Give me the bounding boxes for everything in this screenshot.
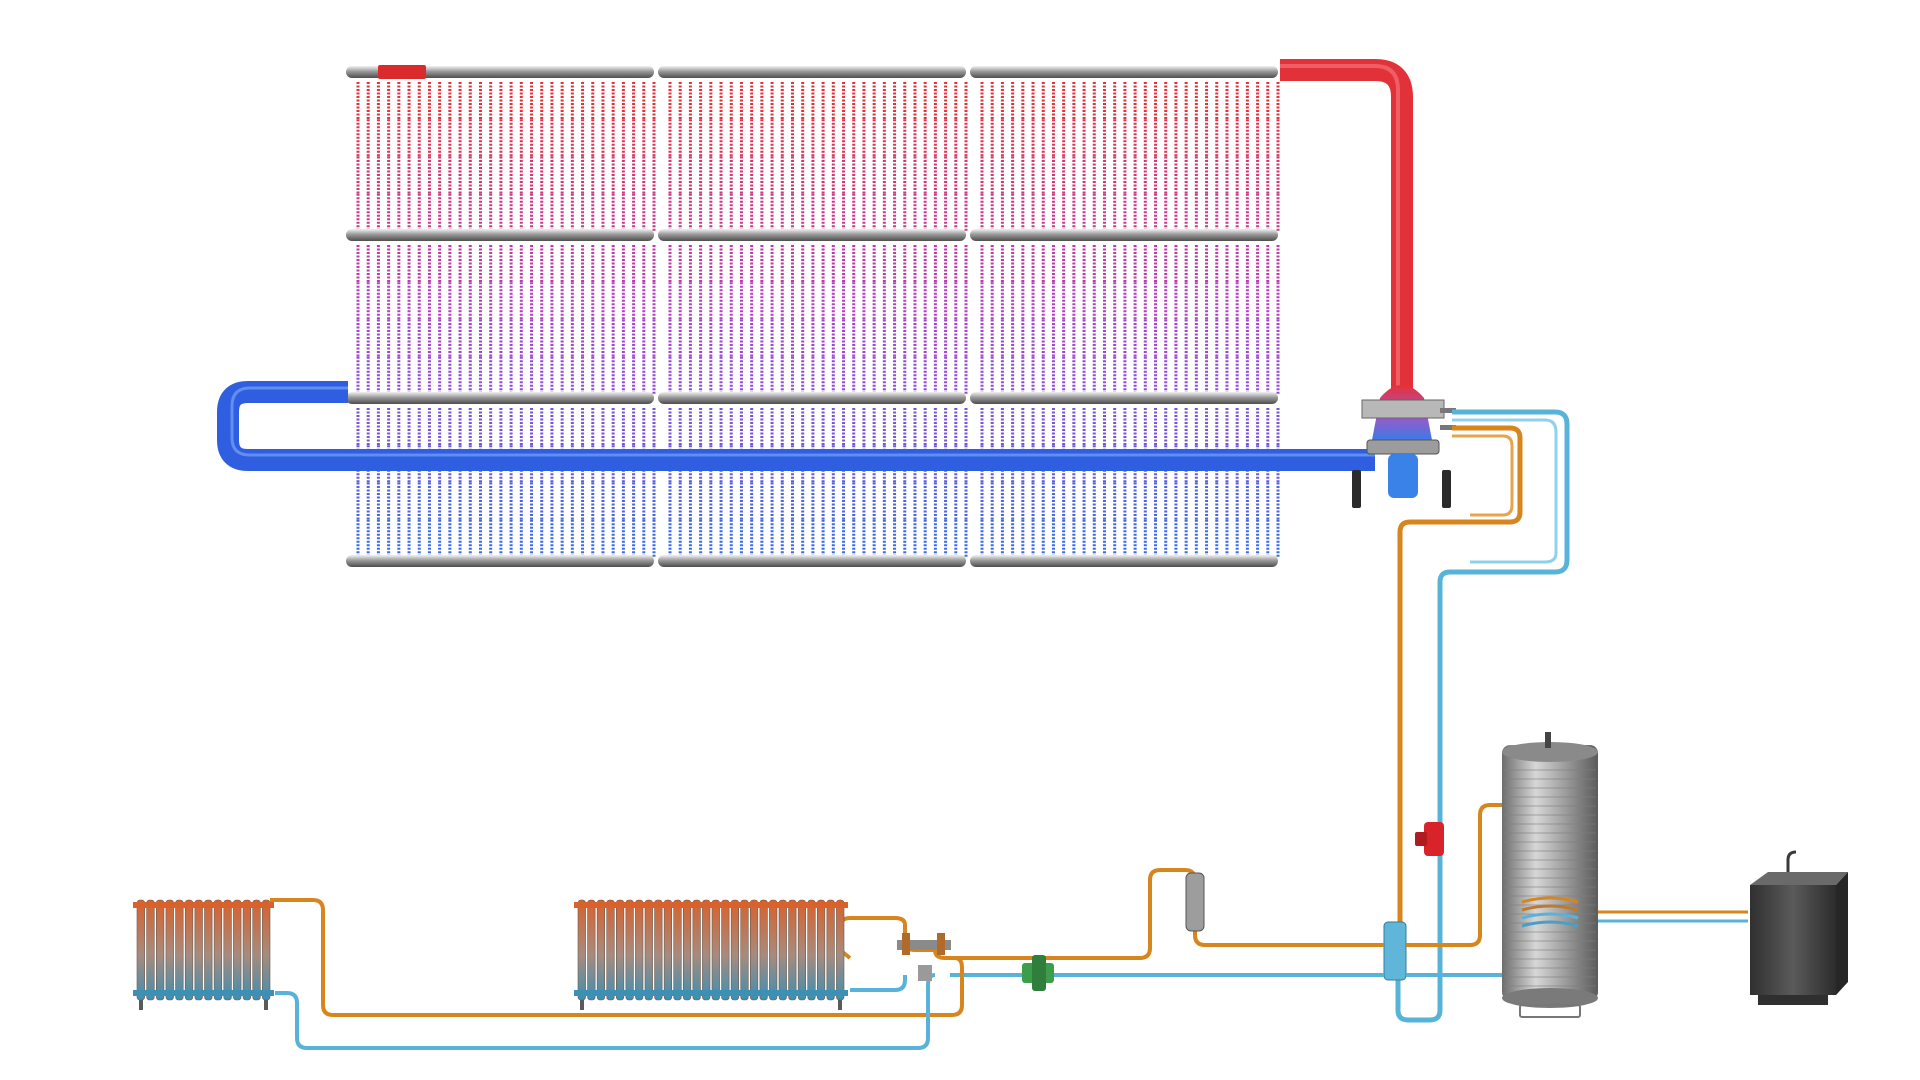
collector-header — [658, 66, 966, 78]
boiler — [1750, 850, 1848, 1005]
collector-header — [346, 229, 654, 241]
cold-return-pipe — [217, 381, 1375, 471]
mixing-valve — [897, 933, 951, 981]
solar-collector-array — [346, 66, 1280, 567]
collector-header — [658, 392, 966, 404]
collector-module — [980, 245, 1280, 394]
tank-connection-pipes — [1406, 803, 1512, 977]
collector-header — [970, 392, 1278, 404]
collector-module — [668, 245, 968, 394]
radiator-1 — [133, 899, 274, 1010]
circulation-pump-heating — [1022, 955, 1054, 991]
tank-heat-coil — [1521, 896, 1579, 928]
collector-header — [970, 555, 1278, 567]
collector-module — [668, 408, 968, 557]
heating-circuit-pipes — [270, 868, 1384, 1050]
collector-header — [970, 229, 1278, 241]
collector-module — [980, 82, 1280, 231]
hot-riser-pipe — [1280, 59, 1413, 390]
collector-header — [658, 555, 966, 567]
storage-tank — [1502, 732, 1598, 1018]
hydraulic-separator — [1383, 921, 1407, 981]
collector-module — [980, 408, 1280, 557]
collector-header — [970, 66, 1278, 78]
collector-module — [356, 245, 656, 394]
collector-module — [356, 408, 656, 557]
circulation-pump-solar — [1415, 822, 1444, 856]
collector-header — [658, 229, 966, 241]
brand-badge — [378, 65, 426, 79]
collector-header — [346, 392, 654, 404]
collector-header — [346, 555, 654, 567]
expansion-vessel — [1185, 872, 1205, 932]
collector-module — [356, 82, 656, 231]
collector-module — [668, 82, 968, 231]
solar-station — [1352, 385, 1456, 508]
boiler-connection-pipes — [1598, 910, 1748, 923]
solar-circuit-pipes — [1395, 409, 1570, 1023]
radiator-2 — [574, 899, 848, 1010]
